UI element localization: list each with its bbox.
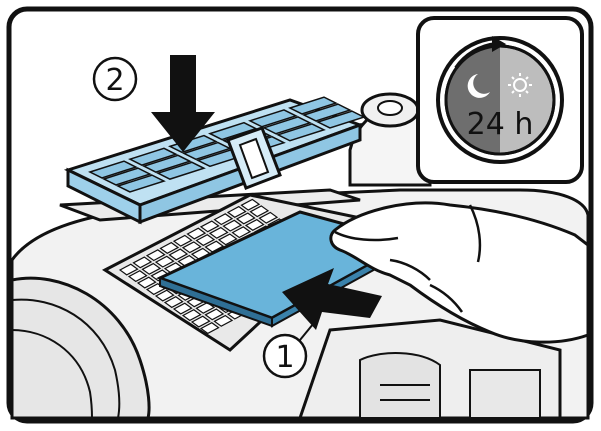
frame-cell [288,96,338,115]
hand-illustration [329,201,590,344]
frame-cell [156,161,206,180]
grille-cell [154,289,175,302]
grille-cell [240,198,261,211]
frame-cell [316,110,366,129]
grille-cell [235,212,256,225]
insert-arrow-icon [282,268,382,330]
frame-cell [302,103,352,122]
grille-cell [226,205,247,218]
frame-cell [262,116,312,135]
grille-cell [159,241,180,254]
grille-cell [127,270,148,283]
sun-icon [508,73,532,97]
grille-cell [145,249,166,262]
step-2-label: 2 [105,63,124,98]
grille-cell [199,322,220,335]
frame-cell [128,147,178,166]
frame-cell [116,174,166,193]
grille-cell [213,213,234,226]
grille-cell [249,205,270,218]
frame-cell [248,109,298,128]
grille-cell [118,263,139,276]
grille-cell [195,234,216,247]
grille-cell [204,240,225,253]
grille-cell [195,301,216,314]
grille-cell [132,256,153,269]
grille-cell [190,315,211,328]
grille-cell [204,308,225,321]
grille-cell [231,226,252,239]
grille-cell [172,302,193,315]
grille-cell [244,218,265,231]
step-2-callout: 2 [92,56,138,102]
vacuum-lower-details [297,318,562,420]
grille-cell [217,233,238,246]
timer-badge: 24 h [416,16,584,184]
frame-cell [276,123,326,142]
grille-cell [186,227,207,240]
grille-cell [163,296,184,309]
frame-cell [88,160,138,179]
grille-cell [208,226,229,239]
grille-cell [141,262,162,275]
timer-label: 24 h [467,107,534,142]
frame-cell [142,154,192,173]
step-1-label: 1 [275,340,294,375]
down-arrow-icon [151,55,215,152]
grille-cell [181,309,202,322]
grille-cell [199,220,220,233]
grille-cell [136,276,157,289]
grille-cell [213,314,234,327]
step-1-callout: 1 [262,317,319,379]
grille-cell [168,248,189,261]
moon-icon [467,74,490,98]
grille-cell [154,255,175,268]
filter-frame [63,96,366,225]
frame-cell [102,167,152,186]
grille-cell [181,241,202,254]
grille-cell [222,219,243,232]
grille-cell [258,211,279,224]
grille-cell [172,234,193,247]
